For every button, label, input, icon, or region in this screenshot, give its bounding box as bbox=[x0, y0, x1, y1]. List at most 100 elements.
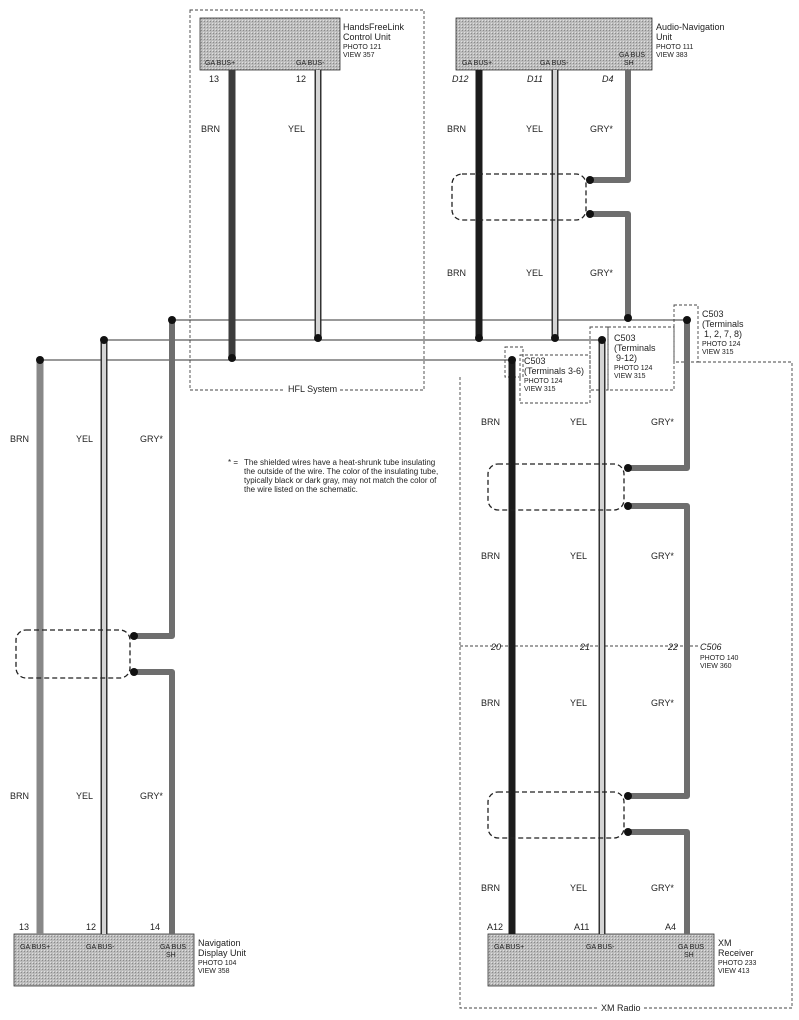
wire-label-yel: YEL bbox=[76, 434, 93, 444]
xm-view: VIEW 413 bbox=[718, 968, 750, 975]
c506-name: C506 bbox=[700, 642, 722, 652]
wire-label-yel: YEL bbox=[570, 883, 587, 893]
wire-label-gry: GRY* bbox=[590, 268, 613, 278]
wire-label-yel: YEL bbox=[526, 124, 543, 134]
xm-photo: PHOTO 233 bbox=[718, 960, 756, 967]
wire-label-gry: GRY* bbox=[140, 434, 163, 444]
c503-1278-view: VIEW 315 bbox=[702, 349, 734, 356]
wire-label-brn: BRN bbox=[481, 551, 500, 561]
shield-loop-3 bbox=[15, 629, 131, 679]
xm-receiver-block bbox=[487, 933, 715, 987]
audio-nav-block bbox=[455, 17, 653, 71]
shield-loop-4 bbox=[487, 791, 625, 839]
hfl-name1: HandsFreeLink bbox=[343, 22, 405, 32]
c506-pin-c: 22 bbox=[667, 642, 678, 652]
hfl-view: VIEW 357 bbox=[343, 52, 375, 59]
wire-label-gry: GRY* bbox=[140, 791, 163, 801]
c503-1278-name: C503 bbox=[702, 309, 724, 319]
an-pin-b: D11 bbox=[527, 74, 543, 84]
c506-pin-b: 21 bbox=[579, 642, 590, 652]
nd-pin-c: 14 bbox=[150, 922, 160, 932]
nd-view: VIEW 358 bbox=[198, 968, 230, 975]
wire-label-brn: BRN bbox=[481, 698, 500, 708]
c503-912-l2: (Terminals bbox=[614, 343, 656, 353]
wire-label-yel: YEL bbox=[570, 698, 587, 708]
nd-name2: Display Unit bbox=[198, 948, 247, 958]
c503-912-name: C503 bbox=[614, 333, 636, 343]
an-term-a: GA BUS+ bbox=[462, 60, 492, 67]
c503-1278-photo: PHOTO 124 bbox=[702, 341, 740, 348]
c506-view: VIEW 360 bbox=[700, 663, 732, 670]
xm-term-a: GA BUS+ bbox=[494, 944, 524, 951]
xm-term-c1: GA BUS bbox=[678, 944, 704, 951]
hfl-term-b: GA BUS- bbox=[296, 60, 325, 67]
shielded-wire-note: * = The shielded wires have a heat-shrun… bbox=[228, 458, 442, 494]
xm-pin-a: A12 bbox=[487, 922, 503, 932]
an-photo: PHOTO 111 bbox=[656, 44, 693, 51]
c503-36-photo: PHOTO 124 bbox=[524, 378, 562, 385]
hfl-photo: PHOTO 121 bbox=[343, 44, 381, 51]
an-term-c2: SH bbox=[624, 60, 634, 67]
xm-name1: XM bbox=[718, 938, 732, 948]
xm-term-b: GA BUS- bbox=[586, 944, 615, 951]
nd-name1: Navigation bbox=[198, 938, 241, 948]
hfl-term-a: GA BUS+ bbox=[205, 60, 235, 67]
nd-term-b: GA BUS- bbox=[86, 944, 115, 951]
wire-label-yel: YEL bbox=[570, 551, 587, 561]
an-term-b: GA BUS- bbox=[540, 60, 569, 67]
c503-912-l3: 9-12) bbox=[616, 353, 637, 363]
nd-pin-a: 13 bbox=[19, 922, 29, 932]
c503-1278-l2: (Terminals bbox=[702, 319, 744, 329]
xm-name2: Receiver bbox=[718, 948, 754, 958]
nd-term-c2: SH bbox=[166, 952, 176, 959]
c503-1278-l3: 1, 2, 7, 8) bbox=[704, 329, 742, 339]
hfl-name2: Control Unit bbox=[343, 32, 391, 42]
c503-36-name: C503 bbox=[524, 356, 546, 366]
wire-label-yel: YEL bbox=[288, 124, 305, 134]
c503-912-labelbox bbox=[607, 326, 675, 391]
wire-label-gry: GRY* bbox=[651, 417, 674, 427]
hfl-pin-b: 12 bbox=[296, 74, 306, 84]
nd-term-c1: GA BUS bbox=[160, 944, 186, 951]
c503-36-view: VIEW 315 bbox=[524, 386, 556, 393]
wire-label-brn: BRN bbox=[447, 268, 466, 278]
hfl-pin-a: 13 bbox=[209, 74, 219, 84]
note-text: The shielded wires have a heat-shrunk tu… bbox=[244, 458, 439, 494]
xm-term-c2: SH bbox=[684, 952, 694, 959]
c506-pin-a: 20 bbox=[490, 642, 501, 652]
nd-term-a: GA BUS+ bbox=[20, 944, 50, 951]
nav-display-block bbox=[13, 933, 195, 987]
wire-label-yel: YEL bbox=[526, 268, 543, 278]
wire-label-brn: BRN bbox=[201, 124, 220, 134]
wire-label-brn: BRN bbox=[10, 434, 29, 444]
xm-radio-boundary bbox=[459, 361, 793, 1009]
wire-label-gry: GRY* bbox=[651, 551, 674, 561]
wire-label-brn: BRN bbox=[481, 883, 500, 893]
an-name1: Audio-Navigation bbox=[656, 22, 725, 32]
an-name2: Unit bbox=[656, 32, 673, 42]
shield-loop-1 bbox=[451, 173, 587, 221]
c503-912-photo: PHOTO 124 bbox=[614, 365, 652, 372]
wire-label-gry: GRY* bbox=[651, 883, 674, 893]
an-pin-c: D4 bbox=[602, 74, 614, 84]
c506-photo: PHOTO 140 bbox=[700, 655, 738, 662]
c503-912-view: VIEW 315 bbox=[614, 373, 646, 380]
wire-label-brn: BRN bbox=[447, 124, 466, 134]
an-view: VIEW 383 bbox=[656, 52, 688, 59]
wire-label-gry: GRY* bbox=[590, 124, 613, 134]
xm-pin-b: A11 bbox=[574, 922, 589, 932]
an-pin-a: D12 bbox=[452, 74, 469, 84]
shield-loop-2 bbox=[487, 463, 625, 511]
nd-photo: PHOTO 104 bbox=[198, 960, 236, 967]
wire-label-yel: YEL bbox=[76, 791, 93, 801]
xm-radio-label: XM Radio bbox=[601, 1003, 641, 1013]
c503-36-l2: (Terminals 3-6) bbox=[524, 366, 584, 376]
wire-label-yel: YEL bbox=[570, 417, 587, 427]
c503-36-labelbox bbox=[519, 354, 591, 404]
nd-pin-b: 12 bbox=[86, 922, 96, 932]
wire-label-brn: BRN bbox=[10, 791, 29, 801]
hfl-unit-block bbox=[199, 17, 341, 71]
hfl-system-label: HFL System bbox=[288, 384, 337, 394]
an-term-c1: GA BUS bbox=[619, 52, 645, 59]
